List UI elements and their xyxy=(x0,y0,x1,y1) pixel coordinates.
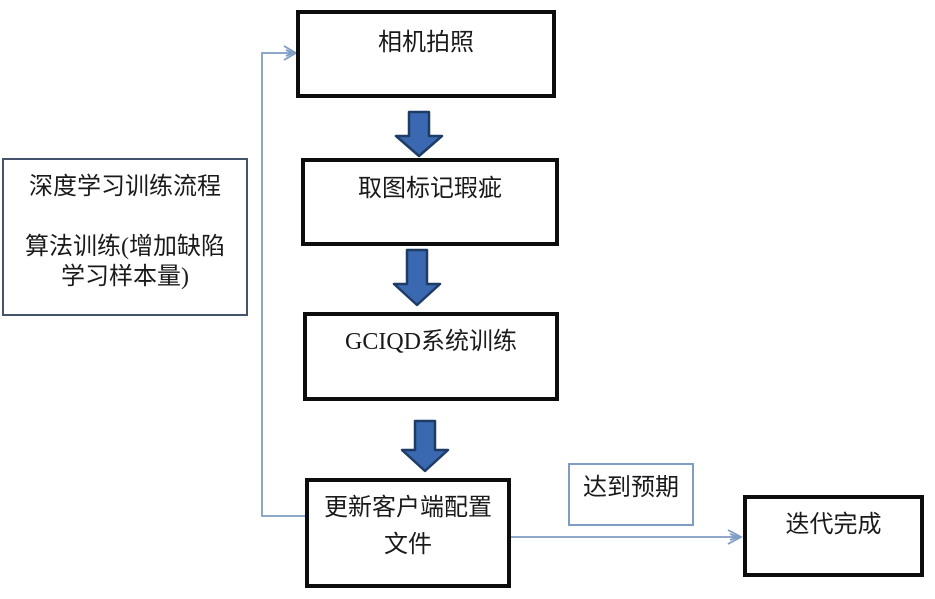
note-line: 学习样本量) xyxy=(61,264,189,290)
step-label: GCIQD系统训练 xyxy=(345,329,517,355)
step-label: 迭代完成 xyxy=(785,512,882,538)
step-mark-defects: 取图标记瑕疵 xyxy=(301,158,559,246)
arrowhead-icon xyxy=(727,529,743,545)
condition-label: 达到预期 xyxy=(583,475,679,501)
down-arrow-icon xyxy=(392,248,442,307)
step-label: 文件 xyxy=(384,532,432,559)
down-arrow-icon xyxy=(400,419,450,473)
arrowhead-icon xyxy=(285,49,296,57)
step-gciqd-training: GCIQD系统训练 xyxy=(303,312,559,401)
down-arrow-icon xyxy=(394,110,444,158)
step-camera-capture: 相机拍照 xyxy=(296,10,556,98)
note-line: 算法训练(增加缺陷 xyxy=(25,234,225,260)
step-label: 取图标记瑕疵 xyxy=(358,176,502,202)
step-iteration-complete: 迭代完成 xyxy=(743,495,924,577)
step-update-client-config: 更新客户端配置 文件 xyxy=(305,478,511,588)
step-label: 相机拍照 xyxy=(378,30,474,56)
condition-expectation-met: 达到预期 xyxy=(568,463,694,526)
arrowhead-icon xyxy=(729,533,741,541)
step-label: 更新客户端配置 xyxy=(324,495,492,521)
feedback-elbow-connector xyxy=(261,52,305,517)
note-line: 深度学习训练流程 xyxy=(29,174,221,200)
note-training-process: 深度学习训练流程 算法训练(增加缺陷 学习样本量) xyxy=(2,158,248,316)
note-spacer xyxy=(4,202,246,232)
